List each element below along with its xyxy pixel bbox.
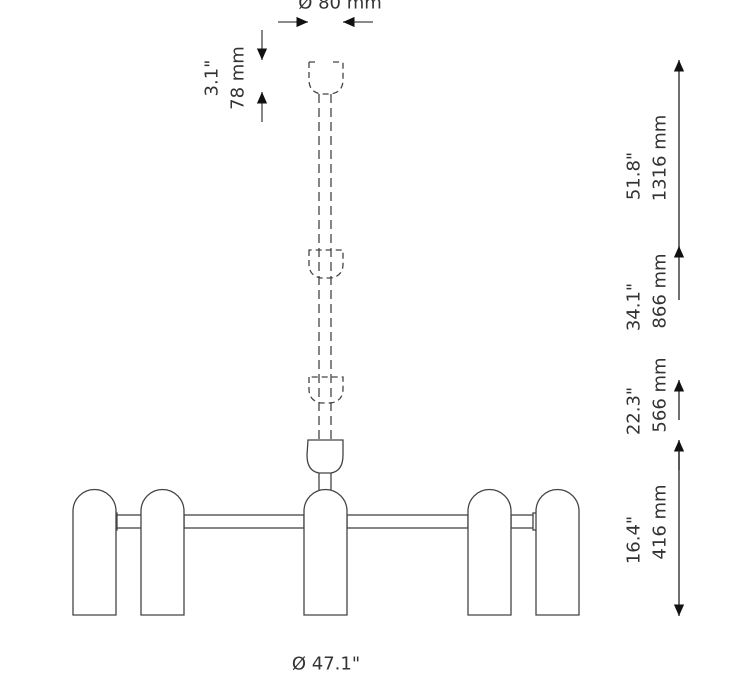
height-1-imperial: 51.8"	[623, 151, 645, 201]
stem-connector-2	[308, 376, 344, 404]
canopy	[308, 61, 344, 95]
shade	[140, 488, 185, 616]
canopy-height-imperial: 3.1"	[201, 59, 223, 97]
body-cup	[306, 439, 344, 474]
height-3-metric: 566 mm	[649, 357, 671, 433]
stem-connector-1	[308, 249, 344, 279]
shade	[535, 488, 580, 616]
shades	[72, 488, 580, 616]
height-3-imperial: 22.3"	[623, 386, 645, 436]
canopy-height-metric: 78 mm	[227, 46, 249, 110]
shade	[467, 488, 512, 616]
height-4-imperial: 16.4"	[623, 515, 645, 565]
stem	[318, 94, 332, 440]
height-2-metric: 866 mm	[649, 253, 671, 329]
top-diameter-label: Ø 80 mm	[298, 0, 382, 14]
height-2-imperial: 34.1"	[623, 282, 645, 332]
bottom-diameter-label: Ø 47.1"	[291, 653, 361, 675]
height-1-metric: 1316 mm	[649, 114, 671, 202]
shade	[303, 488, 348, 616]
height-4-metric: 416 mm	[649, 484, 671, 560]
shade	[72, 488, 117, 616]
